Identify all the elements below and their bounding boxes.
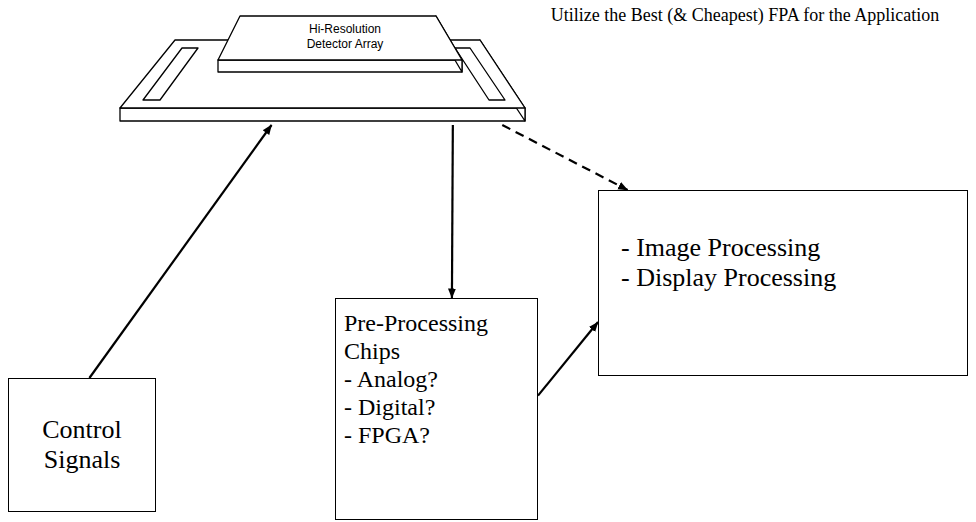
arrow	[89, 125, 271, 378]
preprocessing-box: Pre-Processing Chips- Analog?- Digital?-…	[335, 298, 538, 520]
detector-front	[218, 60, 462, 72]
dashed-arrow	[502, 125, 627, 190]
carrier-slot	[143, 48, 198, 100]
node-heading: - Image Processing	[621, 233, 957, 263]
node-heading: Control Signals	[15, 415, 149, 475]
heading-note: Utilize the Best (& Cheapest) FPA for th…	[520, 4, 970, 26]
detector-array: Hi-Resolution Detector Array	[115, 12, 527, 125]
processing-box: - Image Processing- Display Processing	[598, 190, 968, 376]
node-item: - Digital?	[344, 393, 529, 421]
carrier-slot	[455, 48, 505, 100]
arrow	[451, 125, 454, 298]
node-item: - Display Processing	[621, 263, 957, 293]
carrier-front	[120, 108, 525, 121]
node-heading: Hi-Resolution Detector Array	[287, 22, 403, 52]
arrow	[538, 322, 598, 396]
control-box: Control Signals	[8, 378, 156, 512]
node-heading: Pre-Processing Chips	[344, 309, 529, 365]
detector-top	[218, 16, 462, 60]
node-item: - Analog?	[344, 365, 529, 393]
node-item: - FPGA?	[344, 421, 529, 449]
